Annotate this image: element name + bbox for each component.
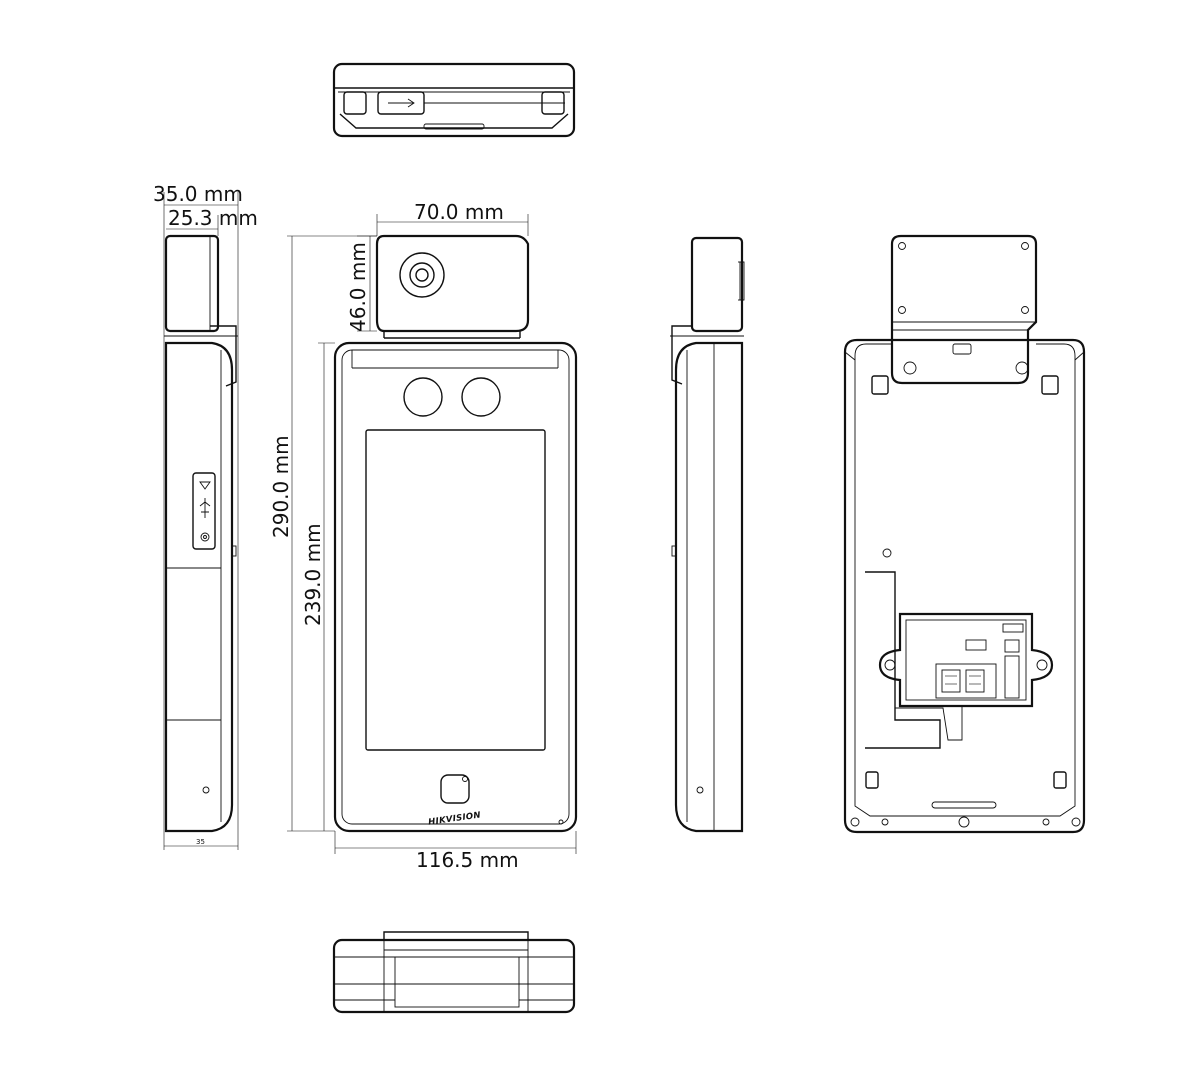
dim-depth-total: 35.0 mm [153, 182, 243, 206]
camera-right [461, 377, 501, 417]
card-reader-icon [440, 774, 470, 804]
dimension-labels: 35.0 mm 25.3 mm 70.0 mm 116.5 mm 46.0 mm… [153, 182, 519, 872]
button-icon [199, 481, 211, 490]
dim-module-height: 46.0 mm [346, 242, 370, 332]
camera-left [403, 377, 443, 417]
bottom-view [332, 931, 576, 1014]
top-view [332, 62, 576, 138]
usb-icon [199, 498, 211, 518]
usb-icon [388, 98, 415, 108]
dim-body-width: 116.5 mm [416, 848, 519, 872]
display-screen [365, 429, 546, 751]
brand-logo: HIKVISION [428, 810, 482, 827]
dim-depth-body: 25.3 mm [168, 206, 258, 230]
dim-body-height: 239.0 mm [301, 523, 325, 626]
thermal-lens [399, 252, 445, 298]
dim-total-height: 290.0 mm [269, 435, 293, 538]
side-view-right [670, 236, 745, 833]
dim-small-depth: 35 [196, 838, 205, 846]
front-view: HIKVISION [287, 214, 578, 854]
side-view-left [163, 192, 239, 850]
rear-view [843, 234, 1086, 834]
dim-module-width: 70.0 mm [414, 200, 504, 224]
